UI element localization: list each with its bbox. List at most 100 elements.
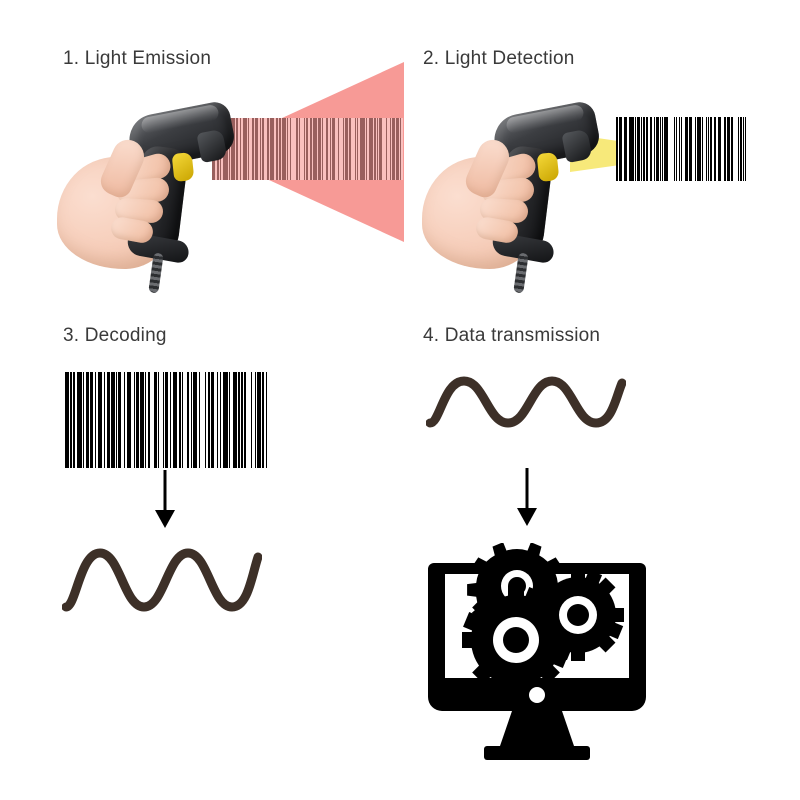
barcode-bar (692, 117, 695, 181)
scanner-trigger-icon (171, 152, 195, 182)
barcode-bar (264, 372, 266, 468)
barcode-bar (658, 117, 661, 181)
barcode-bar (136, 372, 139, 468)
barcode-bar (180, 372, 183, 468)
monitor-stand-neck (500, 711, 574, 746)
sine-wave-icon-step-3 (62, 548, 262, 612)
barcode-bar (670, 117, 674, 181)
barcode-bar (632, 117, 634, 181)
barcode-bar (628, 117, 630, 181)
down-arrow-icon-step-3 (155, 470, 175, 530)
barcode-bar (698, 117, 701, 181)
barcode-bar (724, 117, 727, 181)
barcode-bar (167, 372, 171, 468)
barcode-bar (711, 117, 714, 181)
barcode-bar (95, 372, 97, 468)
barcode-bar (685, 117, 689, 181)
barcode-bar (110, 372, 115, 468)
barcode-bar (196, 372, 200, 468)
barcode-bar (709, 117, 711, 181)
barcode-bar (89, 372, 91, 468)
barcode-bar (647, 117, 649, 181)
barcode-bar (636, 117, 637, 181)
barcode-bar (661, 117, 664, 181)
barcode-scanner-icon-step-1 (55, 95, 240, 294)
barcode-bar (621, 117, 623, 181)
barcode-bar (714, 117, 716, 181)
barcode-bar (715, 117, 717, 181)
barcode-bar (717, 117, 721, 181)
barcode-bar (164, 372, 166, 468)
barcode-bar (254, 372, 256, 468)
barcode-bar (640, 117, 641, 181)
barcode-bar (255, 372, 258, 468)
barcode-bar (187, 372, 190, 468)
barcode-bar (170, 372, 172, 468)
barcode-bar (191, 372, 194, 468)
barcode-bar (206, 372, 208, 468)
barcode-bar (707, 117, 710, 181)
barcode-bar (177, 372, 179, 468)
barcode-bar (240, 372, 242, 468)
barcode-bar (728, 117, 730, 181)
barcode-bar (120, 372, 125, 468)
barcode-bar (81, 372, 84, 468)
barcode-bar (738, 117, 740, 181)
barcode-bar (680, 117, 683, 181)
barcode-bar (143, 372, 145, 468)
barcode-bar (631, 117, 633, 181)
barcode-bar (190, 372, 192, 468)
barcode-bar (644, 117, 646, 181)
barcode-step-1 (212, 118, 404, 180)
barcode-bar (211, 372, 214, 468)
barcode-bar (668, 117, 670, 181)
barcode-bar (684, 117, 686, 181)
barcode-bar (703, 117, 707, 181)
barcode-bar (260, 372, 262, 468)
barcode-bar (660, 117, 662, 181)
barcode-bar (619, 117, 621, 181)
barcode-bar (159, 372, 163, 468)
barcode-bar (643, 117, 645, 181)
barcode-bar (84, 372, 86, 468)
barcode-bar (731, 117, 733, 181)
barcode-bar (640, 117, 642, 181)
barcode-bar (745, 117, 746, 181)
barcode-bar (666, 117, 668, 181)
barcode-bar (721, 117, 723, 181)
barcode-bar (744, 117, 746, 181)
barcode-bar (246, 372, 252, 468)
barcode-bar (74, 372, 78, 468)
wave-path (426, 376, 626, 428)
barcode-bar (85, 372, 90, 468)
barcode-bar (72, 372, 74, 468)
barcode-scanner-icon-step-2 (420, 95, 605, 294)
barcode-bar (252, 372, 255, 468)
barcode-bar (732, 117, 736, 181)
barcode-bar (90, 372, 93, 468)
barcode-bar (654, 117, 655, 181)
barcode-bar (133, 372, 136, 468)
gear-icon-bottom (462, 586, 570, 694)
barcode-bar (616, 117, 619, 181)
barcode-bar (627, 117, 629, 181)
barcode-bar (102, 372, 104, 468)
barcode-bar (620, 117, 622, 181)
step-4-title: 4. Data transmission (423, 325, 601, 346)
barcode-bar (144, 372, 146, 468)
barcode-bar (645, 117, 648, 181)
barcode-bar (706, 117, 707, 181)
barcode-bar (125, 372, 127, 468)
barcode-bar (158, 372, 160, 468)
barcode-bar (661, 117, 662, 181)
barcode-bar (218, 372, 220, 468)
barcode-bar (669, 117, 671, 181)
step-1-title: 1. Light Emission (63, 48, 212, 69)
barcode-bar (655, 117, 659, 181)
barcode-bar (77, 372, 82, 468)
barcode-bar (193, 372, 197, 468)
barcode-bar (73, 372, 75, 468)
barcode-bar (114, 372, 116, 468)
step-3-title: 3. Decoding (63, 325, 167, 346)
barcode-bar (103, 372, 105, 468)
